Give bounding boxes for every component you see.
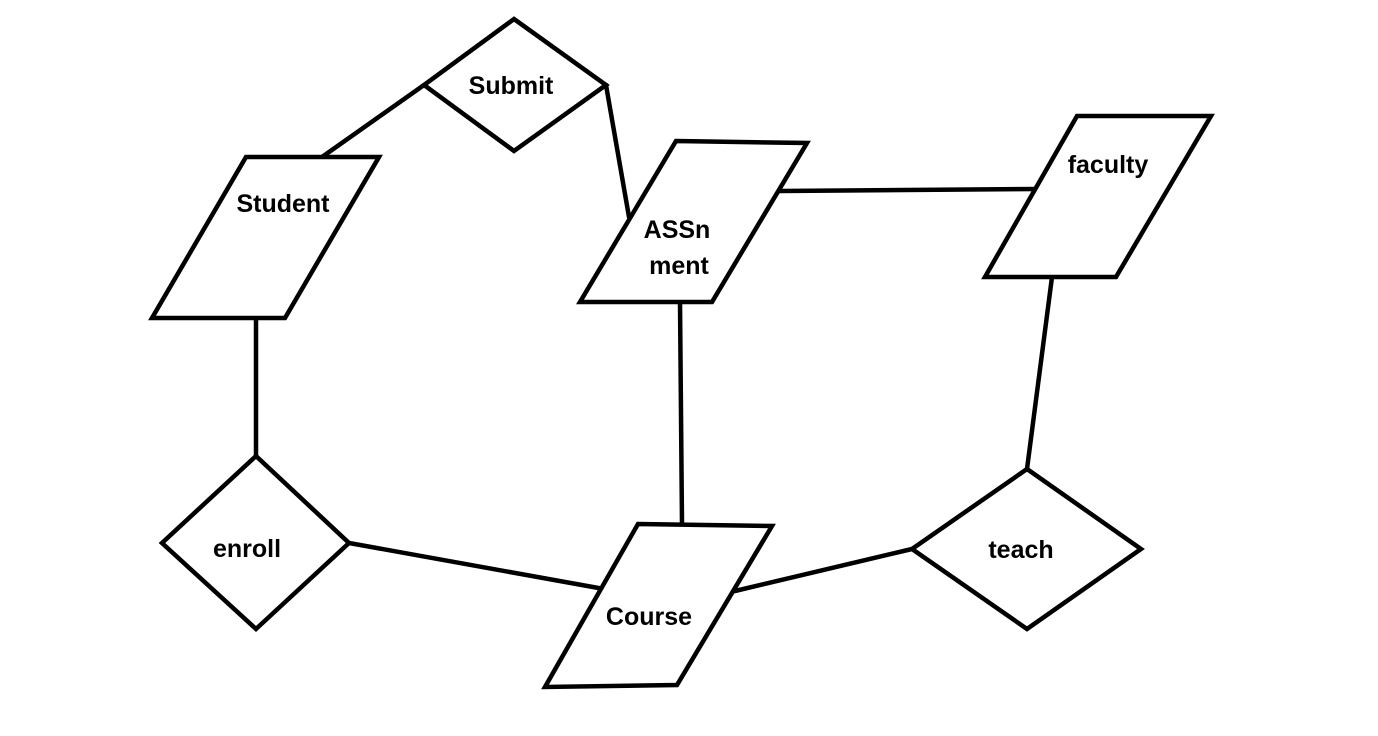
enroll-label: enroll xyxy=(213,535,281,563)
entity-student: Student xyxy=(148,154,383,321)
link-enroll-course xyxy=(346,540,607,592)
teach-label: teach xyxy=(988,536,1053,564)
entity-course: Course xyxy=(541,521,776,690)
entity-assignment: ASSn ment xyxy=(576,138,811,305)
submit-label: Submit xyxy=(469,72,554,100)
link-faculty-teach xyxy=(1024,274,1055,472)
course-box xyxy=(541,521,776,690)
entity-faculty: faculty xyxy=(981,113,1215,280)
link-assignment-course xyxy=(677,299,685,527)
teach-diamond xyxy=(908,466,1145,632)
link-assignment-faculty xyxy=(777,186,1043,194)
course-label: Course xyxy=(606,603,692,631)
link-student-submit xyxy=(319,82,427,160)
relationship-enroll: enroll xyxy=(158,452,353,633)
student-label: Student xyxy=(236,190,330,218)
link-submit-assignment xyxy=(603,82,632,220)
enroll-diamond xyxy=(158,452,353,633)
relationship-teach: teach xyxy=(908,466,1145,632)
faculty-label: faculty xyxy=(1068,151,1149,179)
faculty-box xyxy=(981,113,1215,280)
assignment-label-line1: ASSn xyxy=(644,216,711,244)
submit-diamond xyxy=(420,16,610,154)
assignment-label-line2: ment xyxy=(649,252,709,280)
relationship-submit: Submit xyxy=(420,16,610,154)
connectors xyxy=(253,82,1055,594)
student-box xyxy=(148,154,383,321)
assignment-box xyxy=(576,138,811,305)
link-course-teach xyxy=(732,546,915,594)
